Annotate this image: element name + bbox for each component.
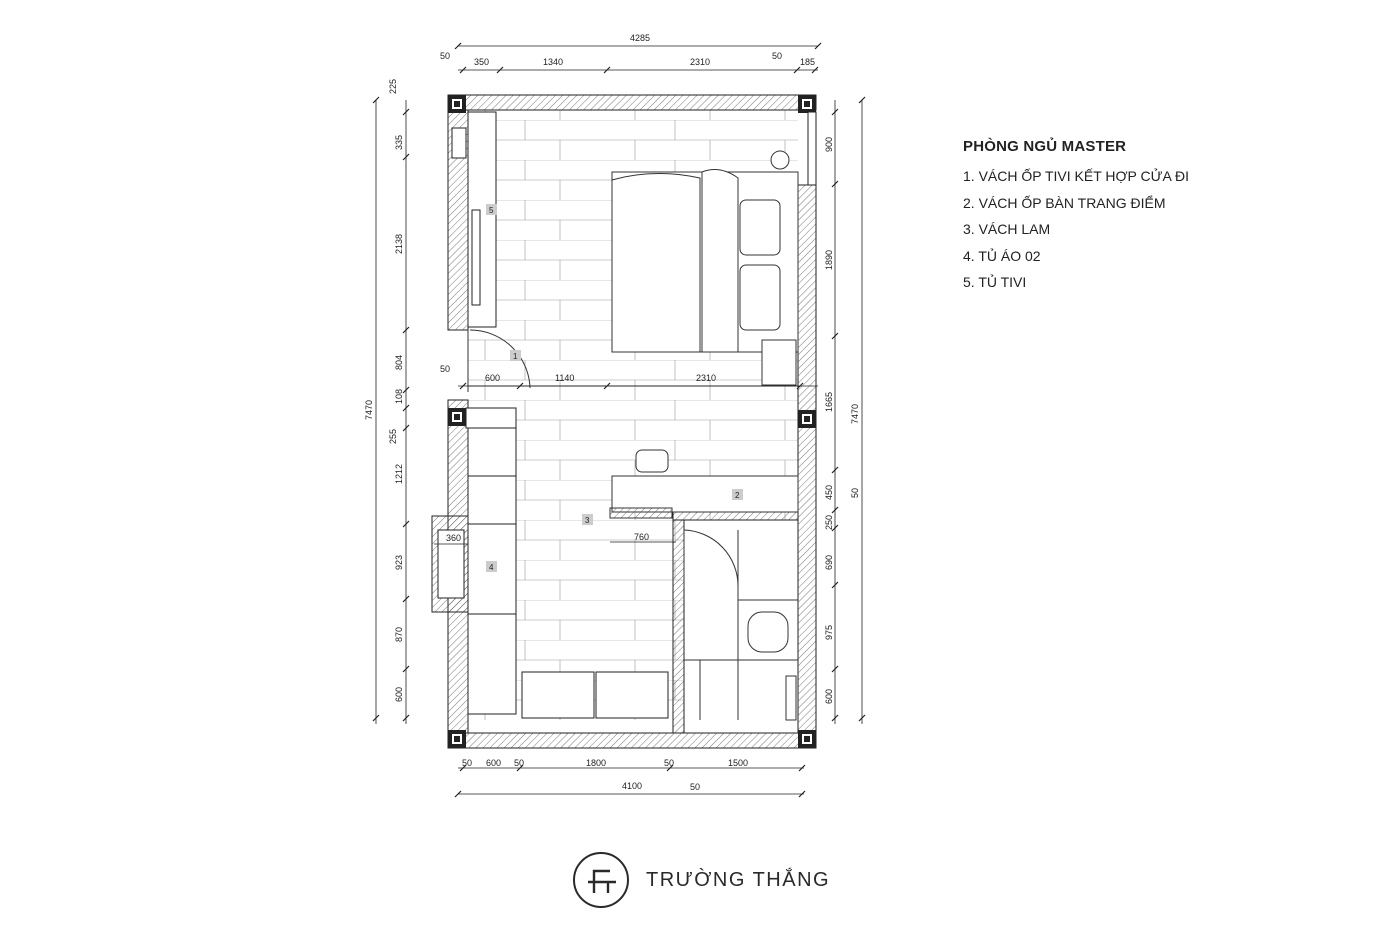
svg-text:50: 50	[440, 364, 450, 374]
svg-text:50: 50	[440, 51, 450, 61]
svg-text:50: 50	[850, 488, 860, 498]
svg-text:1800: 1800	[586, 758, 606, 768]
svg-text:5: 5	[489, 206, 494, 215]
dimension-ticks	[372, 42, 866, 798]
tv-cabinet	[451, 111, 497, 328]
svg-text:255: 255	[388, 429, 398, 444]
svg-text:7470: 7470	[850, 404, 860, 424]
svg-text:350: 350	[474, 57, 489, 67]
svg-text:50: 50	[514, 758, 524, 768]
svg-text:600: 600	[486, 758, 501, 768]
nightstand	[761, 339, 797, 386]
svg-text:7470: 7470	[364, 400, 374, 420]
svg-text:50: 50	[664, 758, 674, 768]
dimension-lines	[375, 45, 863, 795]
svg-text:2: 2	[735, 491, 740, 500]
svg-text:870: 870	[394, 627, 404, 642]
svg-text:4: 4	[489, 563, 494, 572]
svg-text:4285: 4285	[630, 33, 650, 43]
bed	[611, 169, 799, 353]
svg-text:1890: 1890	[824, 250, 834, 270]
legend-item: 2. VÁCH ỐP BÀN TRANG ĐIỂM	[963, 194, 1166, 211]
legend-title: PHÒNG NGỦ MASTER	[963, 138, 1127, 155]
svg-text:1140: 1140	[555, 373, 574, 383]
bottom-cabinets	[521, 671, 669, 719]
svg-text:2310: 2310	[696, 373, 716, 383]
brand: TRƯỜNG THẮNG	[572, 850, 830, 910]
legend-item: 1. VÁCH ỐP TIVI KẾT HỢP CỬA ĐI	[963, 168, 1189, 184]
legend-item: 4. TỦ ÁO 02	[963, 247, 1041, 264]
svg-text:900: 900	[824, 137, 834, 152]
svg-text:4100: 4100	[622, 781, 642, 791]
svg-text:360: 360	[446, 533, 461, 543]
brand-logo-icon	[573, 852, 629, 908]
svg-text:108: 108	[394, 389, 404, 404]
svg-text:1: 1	[513, 352, 518, 361]
legend-item: 5. TỦ TIVI	[963, 274, 1027, 290]
wardrobe	[431, 407, 517, 715]
svg-text:450: 450	[824, 485, 834, 500]
dimension-texts: 4285 50 350 1340 2310 50 185 50 600 1140…	[364, 33, 860, 792]
svg-text:3: 3	[585, 516, 590, 525]
svg-text:600: 600	[824, 689, 834, 704]
svg-text:600: 600	[394, 687, 404, 702]
svg-text:1212: 1212	[394, 464, 404, 484]
svg-text:760: 760	[634, 532, 649, 542]
svg-text:225: 225	[388, 79, 398, 94]
svg-text:2138: 2138	[394, 234, 404, 254]
svg-text:335: 335	[394, 135, 404, 150]
svg-text:923: 923	[394, 555, 404, 570]
desk	[609, 449, 799, 519]
svg-text:50: 50	[462, 758, 472, 768]
svg-text:250: 250	[824, 515, 834, 530]
svg-text:50: 50	[772, 51, 782, 61]
legend-item: 3. VÁCH LAM	[963, 221, 1051, 237]
legend: PHÒNG NGỦ MASTER 1. VÁCH ỐP TIVI KẾT HỢP…	[963, 138, 1263, 296]
bathroom-fixtures	[683, 529, 798, 721]
svg-text:804: 804	[394, 355, 404, 370]
svg-text:600: 600	[485, 373, 500, 383]
tags: 5 1 2 3 4	[486, 204, 743, 572]
svg-text:2310: 2310	[690, 57, 710, 67]
svg-text:50: 50	[690, 782, 700, 792]
svg-text:1340: 1340	[543, 57, 563, 67]
svg-text:1665: 1665	[824, 392, 834, 412]
svg-text:690: 690	[824, 555, 834, 570]
svg-text:975: 975	[824, 625, 834, 640]
window	[807, 111, 817, 186]
svg-text:1500: 1500	[728, 758, 748, 768]
lamp	[770, 150, 790, 170]
brand-name: TRƯỜNG THẮNG	[646, 868, 831, 891]
svg-text:185: 185	[800, 57, 815, 67]
door-1	[467, 329, 531, 392]
